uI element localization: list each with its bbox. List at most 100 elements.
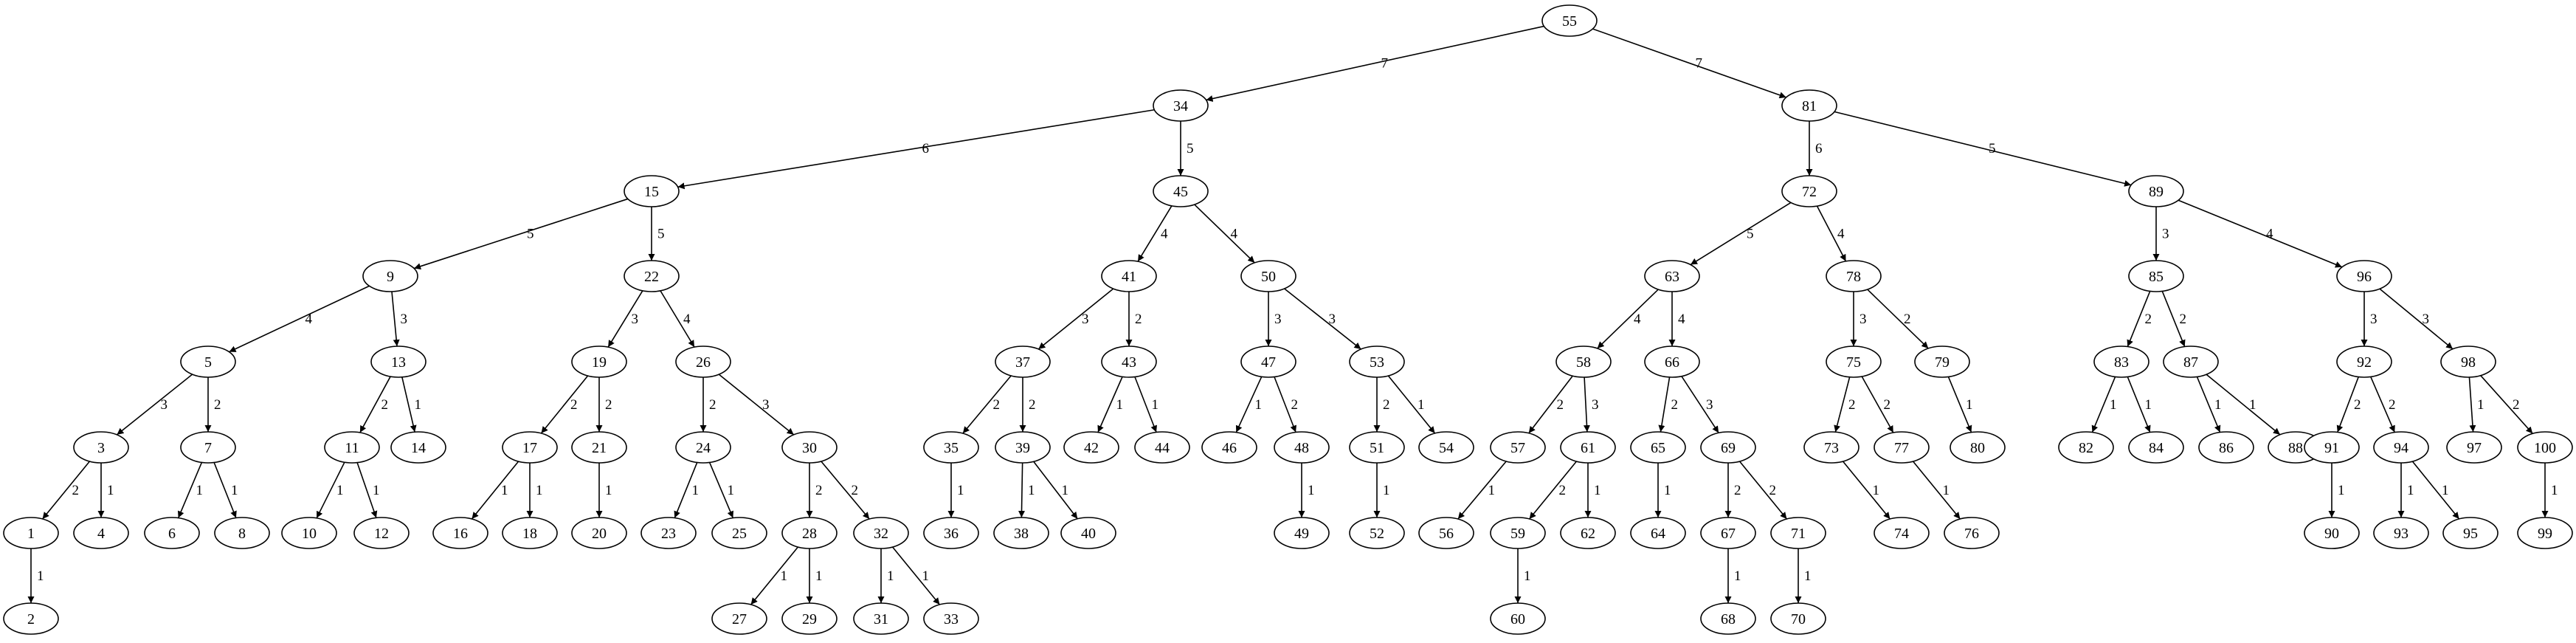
edge-weight-label: 1 [1524, 568, 1531, 584]
node-36: 36 [923, 517, 979, 549]
node-label: 14 [411, 440, 426, 456]
node-ellipse [2163, 345, 2219, 378]
node-label: 2 [27, 611, 35, 627]
edge-19-17: 2 [540, 375, 589, 434]
edge-77-76: 1 [1912, 461, 1961, 520]
node-label: 58 [1576, 354, 1591, 371]
edge-weight-label: 3 [1860, 312, 1867, 327]
edge-weight-label: 1 [1488, 483, 1496, 498]
edge-line [660, 290, 695, 348]
node-ellipse [2058, 431, 2114, 464]
edge-line [607, 290, 643, 348]
node-ellipse [995, 345, 1051, 378]
edge-weight-label: 1 [2551, 483, 2558, 498]
node-100: 100 [2517, 431, 2573, 464]
node-label: 77 [1894, 440, 1909, 456]
edge-weight-label: 1 [231, 483, 238, 498]
edge-weight-label: 2 [214, 397, 221, 413]
node-ellipse [923, 602, 979, 635]
edge-weight-label: 2 [1383, 397, 1390, 413]
node-ellipse [353, 517, 410, 549]
edge-line [2379, 288, 2454, 350]
node-ellipse [1349, 517, 1405, 549]
edge-78-75: 3 [1850, 292, 1867, 346]
edge-47-48: 2 [1274, 376, 1298, 433]
edge-line [1284, 288, 1361, 350]
edge-75-73: 2 [1834, 376, 1856, 433]
edge-weight-label: 6 [922, 141, 930, 157]
edge-weight-label: 1 [37, 568, 44, 584]
edge-1-2: 1 [27, 549, 44, 603]
node-83: 83 [2093, 345, 2149, 378]
edge-line [1018, 462, 1026, 518]
edge-weight-label: 4 [1231, 227, 1238, 242]
node-label: 12 [374, 526, 389, 542]
edge-15-22: 5 [648, 207, 665, 261]
edge-weight-label: 2 [2389, 397, 2396, 413]
edge-weight-label: 2 [1734, 483, 1741, 498]
edge-weight-label: 5 [527, 227, 534, 242]
edge-line [1528, 461, 1578, 520]
node-99: 99 [2517, 517, 2573, 549]
node-ellipse [2093, 345, 2149, 378]
node-19: 19 [571, 345, 627, 378]
edge-line [708, 462, 734, 518]
edge-weight-label: 2 [1029, 397, 1036, 413]
edge-weight-label: 2 [381, 397, 389, 413]
node-label: 71 [1791, 526, 1806, 542]
edge-weight-label: 2 [1135, 312, 1142, 327]
node-50: 50 [1240, 260, 1296, 292]
node-ellipse [1541, 4, 1598, 37]
node-69: 69 [1700, 431, 1756, 464]
node-31: 31 [853, 602, 909, 635]
node-label: 31 [874, 611, 888, 627]
edge-17-16: 1 [471, 461, 519, 520]
node-label: 42 [1084, 440, 1099, 456]
edge-weight-label: 2 [1904, 312, 1911, 327]
edge-weight-label: 2 [1671, 397, 1679, 413]
edge-89-85: 3 [2152, 207, 2169, 261]
node-label: 17 [522, 440, 537, 456]
edge-53-54: 1 [1387, 375, 1436, 434]
edge-85-83: 2 [2127, 291, 2152, 347]
edge-weight-label: 2 [993, 397, 1001, 413]
edge-line [401, 376, 417, 433]
edge-line [821, 461, 870, 520]
edge-weight-label: 1 [1308, 483, 1315, 498]
node-label: 81 [1802, 98, 1817, 114]
edge-28-27: 1 [750, 546, 799, 605]
node-40: 40 [1060, 517, 1116, 549]
node-ellipse [1490, 517, 1546, 549]
node-25: 25 [711, 517, 767, 549]
edge-weight-label: 1 [815, 568, 823, 584]
node-ellipse [390, 431, 446, 464]
node-57: 57 [1490, 431, 1546, 464]
node-label: 26 [696, 354, 711, 371]
edge-weight-label: 1 [1664, 483, 1671, 498]
node-30: 30 [781, 431, 838, 464]
edge-weight-label: 1 [2145, 397, 2152, 413]
node-ellipse [571, 345, 627, 378]
node-58: 58 [1555, 345, 1612, 378]
edge-weight-label: 1 [1873, 483, 1880, 498]
edge-weight-label: 1 [196, 483, 204, 498]
node-12: 12 [353, 517, 410, 549]
edge-81-72: 6 [1806, 121, 1823, 176]
edge-line [1658, 376, 1671, 433]
edge-weight-label: 1 [1734, 568, 1741, 584]
node-14: 14 [390, 431, 446, 464]
node-11: 11 [324, 431, 380, 464]
edge-line [1681, 376, 1719, 433]
edge-weight-label: 5 [657, 227, 665, 242]
node-60: 60 [1490, 602, 1546, 635]
edge-line [229, 285, 370, 353]
node-ellipse [180, 431, 236, 464]
edge-41-37: 3 [1037, 288, 1114, 350]
edge-32-33: 1 [891, 546, 941, 605]
edge-line [750, 546, 799, 605]
node-ellipse [995, 431, 1051, 464]
node-label: 9 [387, 269, 394, 285]
edge-weight-label: 5 [1187, 141, 1194, 157]
node-label: 45 [1173, 184, 1188, 200]
